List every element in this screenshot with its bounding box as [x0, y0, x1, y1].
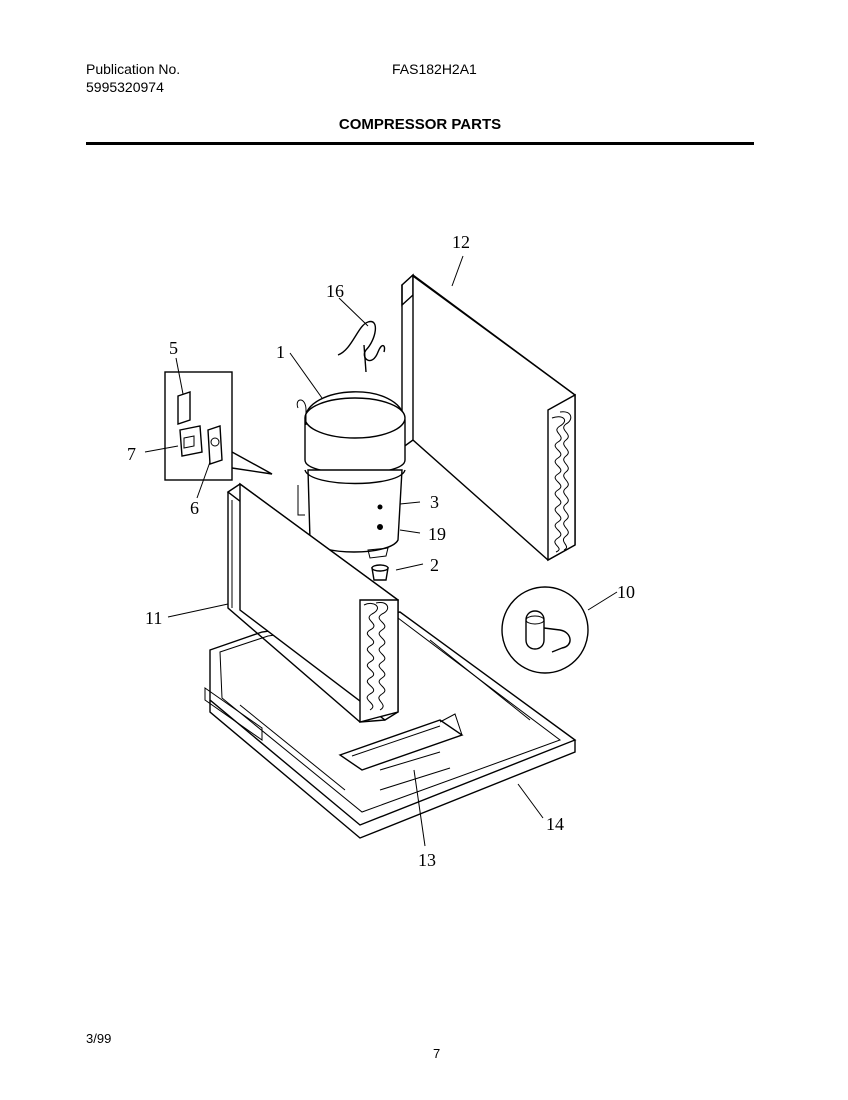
page-title: COMPRESSOR PARTS [338, 116, 502, 133]
relay-overload-inset [164, 371, 273, 481]
callout-19: 19 [428, 524, 446, 544]
drain-tray [338, 713, 464, 771]
publication-number: 5995320974 [86, 79, 164, 95]
callout-11: 11 [145, 608, 162, 628]
fitting-detail [501, 586, 589, 674]
publication-label: Publication No. [86, 61, 181, 77]
callout-7: 7 [127, 444, 136, 464]
callout-1: 1 [276, 342, 285, 362]
callout-6: 6 [190, 498, 199, 518]
callout-12: 12 [452, 232, 470, 252]
tubing [337, 320, 386, 373]
revision-date: 3/99 [86, 1031, 112, 1046]
callout-5: 5 [169, 338, 178, 358]
condenser-coil [400, 273, 577, 562]
model-number: FAS182H2A1 [392, 61, 477, 77]
title-rule [86, 142, 754, 145]
callout-13: 13 [418, 850, 436, 870]
callout-3: 3 [430, 492, 439, 512]
grommet [367, 547, 389, 581]
callout-14: 14 [546, 814, 564, 834]
compressor [296, 391, 406, 553]
evaporator-coil [226, 482, 400, 723]
leader-lines [144, 255, 618, 847]
callout-10: 10 [617, 582, 635, 602]
page-number: 7 [433, 1046, 441, 1061]
callout-2: 2 [430, 555, 439, 575]
callout-16: 16 [326, 281, 344, 301]
